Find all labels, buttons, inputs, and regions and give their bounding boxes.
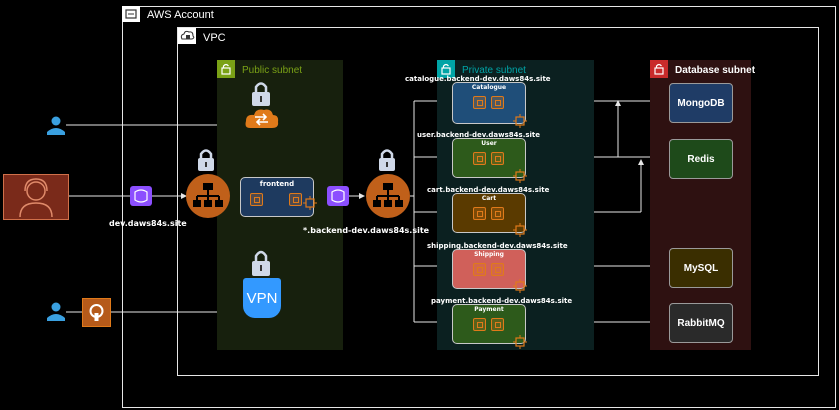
cart-autoscaling-icon [513,222,527,237]
cart-service-box[interactable]: Cart [452,193,526,233]
database-subnet-lock-icon [650,60,668,78]
aws-account-icon [122,6,140,22]
backend-load-balancer-icon[interactable] [366,174,410,218]
backend-lb-lock-icon [377,147,397,173]
openvpn-icon [82,298,111,327]
vpc-boundary [177,27,819,376]
route53-frontend-icon [130,186,152,206]
user-service-box[interactable]: User [452,138,526,178]
payment-dns-label: payment.backend-dev.daws84s.site [431,297,573,305]
catalogue-service-label: Catalogue [471,84,507,91]
frontend-load-balancer-icon[interactable] [186,174,230,218]
frontend-service-box[interactable]: frontend [240,177,314,217]
frontend-service-label: frontend [259,180,295,188]
vpn-user-icon [45,301,67,323]
user-dns-label: user.backend-dev.daws84s.site [417,131,541,139]
shipping-autoscaling-icon [513,278,527,293]
shipping-service-label: Shipping [474,251,504,258]
public-subnet-label: Public subnet [242,65,303,76]
headset-user-icon [19,178,53,218]
mysql-box[interactable]: MySQL [669,248,733,288]
end-user-client [3,174,69,220]
shipping-instance-icon [473,263,486,276]
payment-instance-icon [491,318,504,331]
catalogue-instance-icon [473,96,486,109]
redis-box[interactable]: Redis [669,139,733,179]
user-service-label: User [481,140,497,147]
payment-autoscaling-icon [513,334,527,349]
cart-instance-icon [491,207,504,220]
vpn-gateway-icon[interactable]: VPN [243,278,281,318]
user-instance-icon [491,152,504,165]
payment-instance-icon [473,318,486,331]
cart-instance-icon [473,207,486,220]
frontend-autoscaling-icon [303,195,317,210]
catalogue-instance-icon [491,96,504,109]
private-subnet-lock-icon [437,60,455,78]
backend-dns-label: *.backend-dev.daws84s.site [303,226,430,235]
vpc-label: VPC [203,32,226,44]
frontend-instance-icon [250,193,263,206]
catalogue-dns-label: catalogue.backend-dev.daws84s.site [405,75,551,83]
aws-account-boundary [122,6,836,408]
shipping-dns-label: shipping.backend-dev.daws84s.site [427,242,568,250]
vpn-lock-icon [250,248,272,278]
bastion-host-icon[interactable] [244,106,280,132]
cart-dns-label: cart.backend-dev.daws84s.site [427,186,550,194]
route53-backend-icon [327,186,349,206]
vpc-icon [178,28,196,44]
bastion-lock-icon [250,80,272,108]
mongodb-box[interactable]: MongoDB [669,83,733,123]
shipping-service-box[interactable]: Shipping [452,249,526,289]
frontend-lb-lock-icon [196,147,216,173]
frontend-dns-label: dev.daws84s.site [109,219,187,228]
frontend-instance-icon [289,193,302,206]
user-instance-icon [473,152,486,165]
public-subnet-lock-icon [217,60,235,78]
payment-service-box[interactable]: Payment [452,304,526,344]
shipping-instance-icon [491,263,504,276]
admin-user-icon [45,115,67,137]
payment-service-label: Payment [474,306,504,313]
catalogue-service-box[interactable]: Catalogue [452,82,526,124]
catalogue-autoscaling-icon [513,113,527,128]
user-autoscaling-icon [513,168,527,183]
cart-service-label: Cart [481,195,497,202]
aws-account-label: AWS Account [147,9,214,21]
private-subnet-label: Private subnet [462,65,526,76]
database-subnet-label: Database subnet [675,65,756,76]
rabbitmq-box[interactable]: RabbitMQ [669,303,733,343]
